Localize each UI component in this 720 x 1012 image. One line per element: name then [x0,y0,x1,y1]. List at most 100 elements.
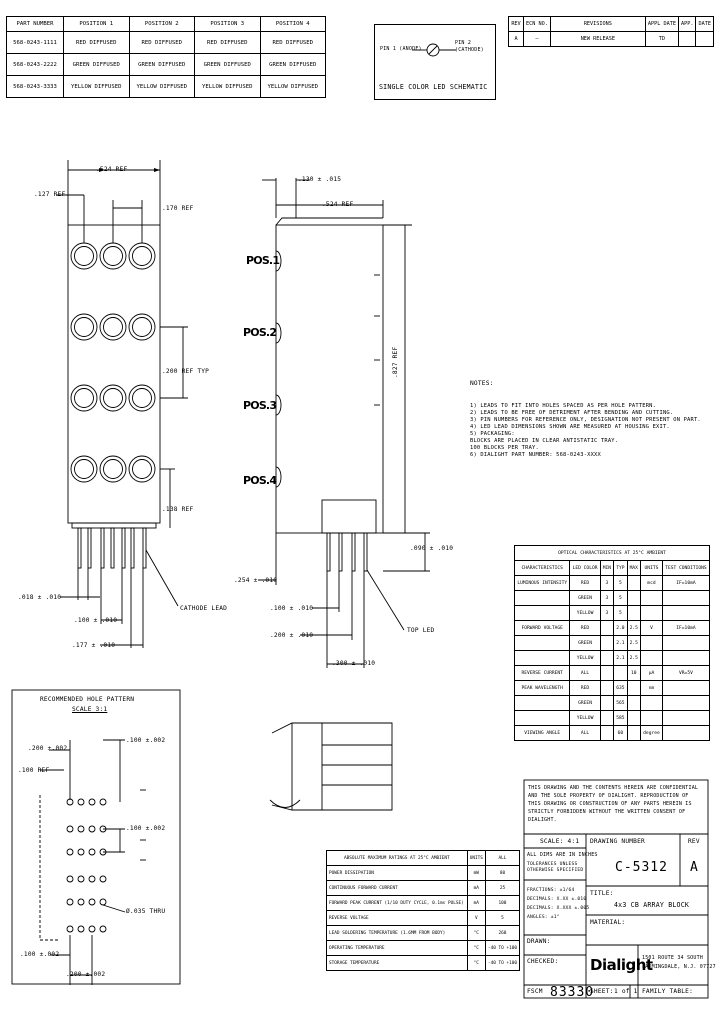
max-rating-cell: STORAGE TEMPERATURE [326,955,468,971]
side-dome-1 [275,250,282,272]
optical-cell [599,635,615,651]
optical-cell [513,635,571,651]
max-rating-cell: mW [466,865,486,881]
optical-cell: RED [569,575,601,591]
max-rating-cell: V [466,910,486,926]
hole-dim-c: .100 ±.002 [126,737,166,744]
front-view-standoff [71,522,157,529]
optical-cell [626,605,642,621]
front-width-dim: .524 REF [96,166,128,173]
optical-cell: 2.5 [626,635,642,651]
notes-title: NOTES: [470,380,494,387]
side-c-dim: .300 ± .010 [332,660,376,667]
optical-cell: mcd [640,575,663,591]
pos-4-label: POS.4 [243,474,277,487]
optical-cell [661,605,711,621]
optical-cell: YELLOW [569,650,601,666]
optical-cell: IF=10mA [661,620,711,636]
optical-header-cell: TEST CONDITIONS [661,560,711,576]
optical-cell: VR=5V [661,665,711,681]
optical-cell: 635 [613,680,628,696]
hole-pattern-frame [11,689,181,985]
optical-cell [626,680,642,696]
optical-cell [599,650,615,666]
optical-cell [640,710,663,726]
max-rating-cell: 25 [484,880,521,896]
optical-cell [661,680,711,696]
optical-title-row: OPTICAL CHARACTERISTICS AT 25°C AMBIENT [514,545,710,561]
top-led-label: TOP LED [407,627,435,634]
max-rating-cell: FORWARD PEAK CURRENT (1/10 DUTY CYCLE, 0… [326,895,468,911]
note-item: 2) LEADS TO BE FREE OF DETRIMENT AFTER B… [470,410,674,416]
hole-pattern-title: RECOMMENDED HOLE PATTERN [40,696,135,703]
optical-cell: 565 [613,695,628,711]
title-block-frame [523,833,709,999]
max-rating-cell: mA [466,895,486,911]
front-pitch-dim: .170 REF [162,205,194,212]
front-pin-dim: .018 ± .010 [18,594,62,601]
optical-cell: 2.1 [613,635,628,651]
max-rating-row: LEAD SOLDERING TEMPERATURE (1.6MM FROM B… [326,925,521,941]
drawing-number: C-5312 [615,860,668,875]
optical-cell [513,605,571,621]
optical-cell: 5 [613,590,628,606]
optical-cell: 2.0 [613,620,628,636]
side-width-dim: .524 REF [322,201,354,208]
front-row1-dim: .100 ± .010 [74,617,118,624]
optical-cell: LUMINOUS INTENSITY [513,575,571,591]
part-table-cell: YELLOW DIFFUSED [259,75,326,98]
optical-cell: 2.5 [626,650,642,666]
max-rating-cell: °C [466,925,486,941]
optical-cell [513,590,571,606]
tolerance-line: FRACTIONS: ±1/64 [527,888,575,893]
optical-cell [613,665,628,681]
revision-row: A — NEW RELEASE TD [508,31,714,47]
optical-cell: ALL [569,665,601,681]
max-ratings-header-cell: ALL [484,850,521,866]
max-rating-cell: 260 [484,925,521,941]
side-view-top-edge [275,217,383,226]
max-rating-cell: -40 TO +100 [484,955,521,971]
side-lead-dim: .090 ± .010 [410,545,454,552]
max-rating-cell: POWER DISSIPATION [326,865,468,881]
tolerance-line: ANGLES: ±1° [527,915,560,920]
dialight-logo: Dialight [590,956,653,974]
hole-dim-d: .100 ±.002 [126,825,166,832]
optical-cell [626,695,642,711]
optical-cell: VIEWING ANGLE [513,725,571,741]
optical-header-cell: CHARACTERISTICS [513,560,571,576]
hole-dim-b: .100 REF [18,767,50,774]
front-view-leads [77,527,147,569]
optical-cell [513,650,571,666]
hole-dim-a: .200 ±.002 [28,745,68,752]
side-height-dim: .827 REF [392,346,399,378]
hole-dim-g: .200 ±.002 [66,971,106,978]
title-rev-value: A [690,860,699,875]
company-address-1: 1501 ROUTE 34 SOUTH [642,955,703,961]
front-left-dim: .127 REF [34,191,66,198]
optical-cell: GREEN [569,635,601,651]
hole-dim-f: .100 ±.002 [20,951,60,958]
led-schematic-box [374,24,496,100]
optical-cell: IF=10mA [661,575,711,591]
optical-cell [626,590,642,606]
optical-header-cell: MIN [599,560,615,576]
drawing-number-label: DRAWING NUMBER [590,838,645,845]
title-family-label: FAMILY TABLE: [642,988,694,995]
max-rating-cell: °C [466,940,486,956]
schematic-anode-label: PIN 1 (ANODE) [380,46,422,52]
hole-pattern-outline [39,795,60,941]
optical-cell: 60 [613,725,628,741]
optical-cell [661,590,711,606]
note-item: 4) LED LEAD DIMENSIONS SHOWN ARE MEASURE… [470,424,670,430]
max-rating-cell: OPERATING TEMPERATURE [326,940,468,956]
part-table-row: 568-0243-3333 YELLOW DIFFUSED YELLOW DIF… [6,75,326,98]
max-rating-cell: °C [466,955,486,971]
revision-cell: TD [644,31,679,47]
optical-cell [640,650,663,666]
